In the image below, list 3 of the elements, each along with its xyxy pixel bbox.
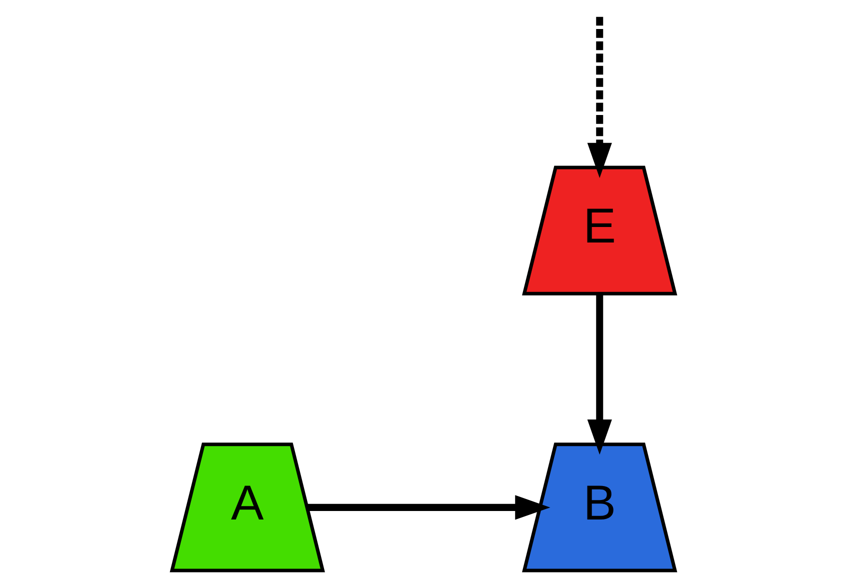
arrow — [586, 294, 612, 455]
arrow — [306, 495, 550, 520]
arrow — [586, 16, 612, 178]
